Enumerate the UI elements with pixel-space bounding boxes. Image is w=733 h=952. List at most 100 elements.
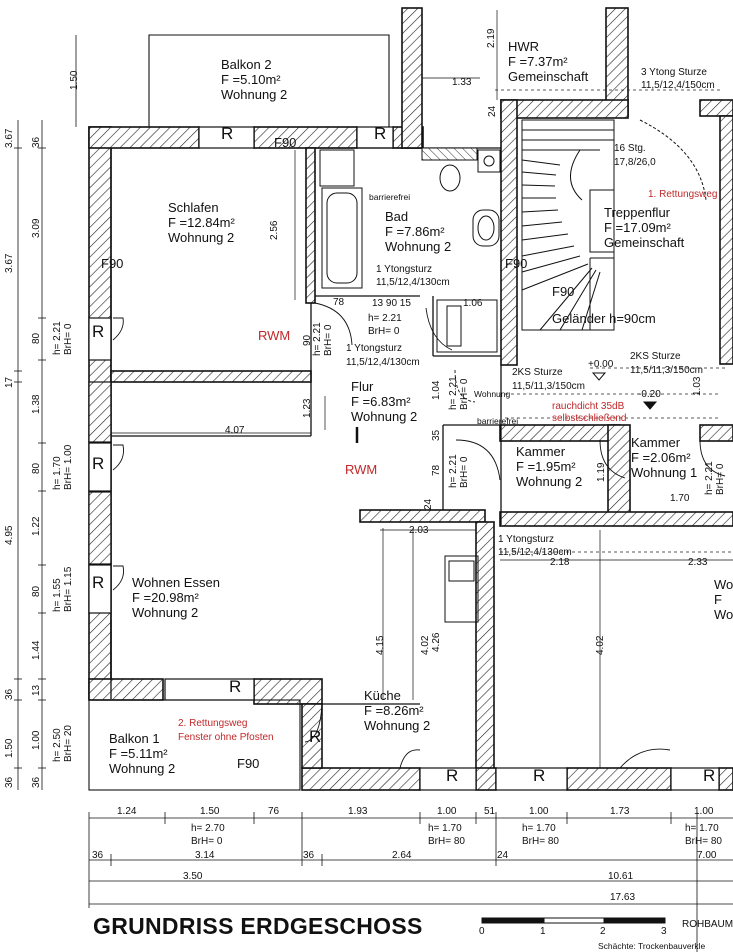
opening-brh: BrH= 0 bbox=[63, 323, 74, 355]
ytongsturz-dim: 11,5/12,4/130cm bbox=[498, 547, 572, 558]
bottom-opening-brh: BrH= 0 bbox=[191, 836, 223, 847]
scale-tick: 0 bbox=[479, 926, 485, 937]
window-marker: R bbox=[92, 454, 105, 473]
bottom-dim: 1.00 bbox=[437, 806, 457, 817]
room-unit: Gemeinschaft bbox=[604, 235, 685, 250]
dim-label: 1.50 bbox=[69, 70, 80, 90]
ytongsturz-dim: 11,5/12,4/130cm bbox=[376, 277, 450, 288]
rwm-marker: RWM bbox=[345, 462, 378, 477]
room-name: Kammer bbox=[516, 444, 566, 459]
f90-label: F90 bbox=[274, 135, 297, 150]
dim-label: 78 bbox=[333, 297, 345, 308]
bottom-dim: 2.64 bbox=[392, 850, 412, 861]
dim-label: 1.04 bbox=[431, 380, 442, 400]
room-area: F =17.09m² bbox=[604, 220, 671, 235]
left-dim-inner: 36 bbox=[31, 136, 42, 148]
bottom-dim: 1.93 bbox=[348, 806, 368, 817]
window-marker: R bbox=[446, 766, 459, 785]
room-area: F =5.11m² bbox=[109, 746, 168, 761]
room-area: F =1.95m² bbox=[516, 459, 576, 474]
bottom-opening-brh: BrH= 80 bbox=[522, 836, 559, 847]
bottom-opening-brh: BrH= 80 bbox=[428, 836, 465, 847]
f90-label: F90 bbox=[101, 256, 124, 271]
door-height: h= 2.21 bbox=[448, 376, 459, 410]
opening-brh: BrH= 20 bbox=[63, 725, 74, 762]
bottom-dim: 10.61 bbox=[608, 871, 634, 882]
bottom-dim: 36 bbox=[303, 850, 315, 861]
wall-bottom-kitchen bbox=[301, 767, 421, 791]
left-dim: 1.50 bbox=[4, 738, 15, 758]
room-name: Balkon 2 bbox=[221, 57, 272, 72]
dim-label: 4.02 bbox=[420, 635, 431, 655]
f90-label: F90 bbox=[505, 256, 528, 271]
room-kammer-w1: Kammer F =2.06m² Wohnung 1 bbox=[631, 435, 697, 480]
bottom-dim: 24 bbox=[497, 850, 509, 861]
room-bad: Bad F =7.86m² Wohnung 2 bbox=[385, 209, 451, 254]
opening-height: h= 2.21 bbox=[52, 321, 63, 355]
dim-label: 24 bbox=[423, 498, 434, 510]
left-dim-inner: 36 bbox=[31, 776, 42, 788]
room-unit: Wohnung 2 bbox=[364, 718, 431, 733]
room-name: Treppenflur bbox=[604, 205, 670, 220]
bottom-dim: 1.24 bbox=[117, 806, 137, 817]
room-schlafen: Schlafen F =12.84m² Wohnung 2 bbox=[168, 200, 235, 245]
dim-label: 1.03 bbox=[692, 376, 703, 396]
footer-note: Schächte: Trockenbauverkle bbox=[598, 941, 706, 951]
left-dim-inner: 1.38 bbox=[31, 394, 42, 414]
left-dim-inner: 80 bbox=[31, 332, 42, 344]
rauchdicht-label: rauchdicht 35dB bbox=[552, 401, 625, 412]
room-name: Flur bbox=[351, 379, 374, 394]
room-area: F =12.84m² bbox=[168, 215, 235, 230]
dim-label: 35 bbox=[431, 429, 442, 441]
ytongsturz-label: 1 Ytongsturz bbox=[498, 534, 554, 545]
ytongsturz-label: 1 Ytongsturz bbox=[376, 264, 432, 275]
bottom-opening-height: h= 2.70 bbox=[191, 823, 225, 834]
scale-tick: 1 bbox=[540, 926, 546, 937]
bottom-dim: 3.50 bbox=[183, 871, 203, 882]
windows-left bbox=[88, 317, 112, 614]
room-unit: Wohnung 2 bbox=[109, 761, 176, 776]
opening-brh: BrH= 1.00 bbox=[63, 444, 74, 490]
ytongsturz-label: 1 Ytongsturz bbox=[346, 343, 402, 354]
level-plus: +0.00 bbox=[588, 359, 614, 370]
room-area: F =5.10m² bbox=[221, 72, 281, 87]
left-dim-inner: 13 bbox=[31, 684, 42, 696]
door-height: h= 2.21 bbox=[368, 313, 402, 324]
room-balkon2: Balkon 2 F =5.10m² Wohnung 2 bbox=[221, 57, 287, 102]
scale-tick: 3 bbox=[661, 926, 667, 937]
barrierefrei-label: barrierefrei bbox=[369, 192, 411, 202]
room-area: F =2.06m² bbox=[631, 450, 691, 465]
window-marker: R bbox=[221, 124, 234, 143]
room-name: Balkon 1 bbox=[109, 731, 160, 746]
room-name: Schlafen bbox=[168, 200, 219, 215]
bottom-dim: 1.00 bbox=[529, 806, 549, 817]
gelaender-label: Geländer h=90cm bbox=[552, 311, 656, 326]
dim-label: 4.02 bbox=[595, 635, 606, 655]
wall-top-schlafen bbox=[88, 126, 200, 149]
bathroom-fixtures bbox=[319, 147, 501, 623]
room-name: HWR bbox=[508, 39, 540, 54]
dim-label: 1.23 bbox=[302, 398, 313, 418]
dim-label: 1.19 bbox=[596, 462, 607, 482]
room-area: F bbox=[714, 592, 722, 607]
room-wohnen-essen: Wohnen Essen F =20.98m² Wohnung 2 bbox=[132, 575, 220, 620]
window-marker: R bbox=[374, 124, 387, 143]
room-area: F =7.86m² bbox=[385, 224, 445, 239]
bottom-opening-height: h= 1.70 bbox=[428, 823, 462, 834]
door-height: h= 2.21 bbox=[704, 461, 715, 495]
dim-label: 1.70 bbox=[670, 493, 690, 504]
room-area: F =6.83m² bbox=[351, 394, 411, 409]
wall-middle bbox=[110, 370, 312, 383]
opening-brh: BrH= 1.15 bbox=[63, 566, 74, 612]
barrierefrei-label: barrierefrei bbox=[477, 416, 519, 426]
door-height: h= 2.21 bbox=[448, 454, 459, 488]
room-unit: Wo bbox=[714, 607, 733, 622]
dim-label: 2.18 bbox=[550, 557, 570, 568]
room-unit: Wohnung 2 bbox=[351, 409, 418, 424]
room-unit: Wohnung 2 bbox=[168, 230, 235, 245]
stair-dim-label: 17,8/26,0 bbox=[614, 157, 656, 168]
door-brh: BrH= 0 bbox=[459, 456, 470, 488]
left-dim-inner: 80 bbox=[31, 585, 42, 597]
dim-label: 2.33 bbox=[688, 557, 708, 568]
ks-sturze-label: 2KS Sturze bbox=[512, 367, 563, 378]
